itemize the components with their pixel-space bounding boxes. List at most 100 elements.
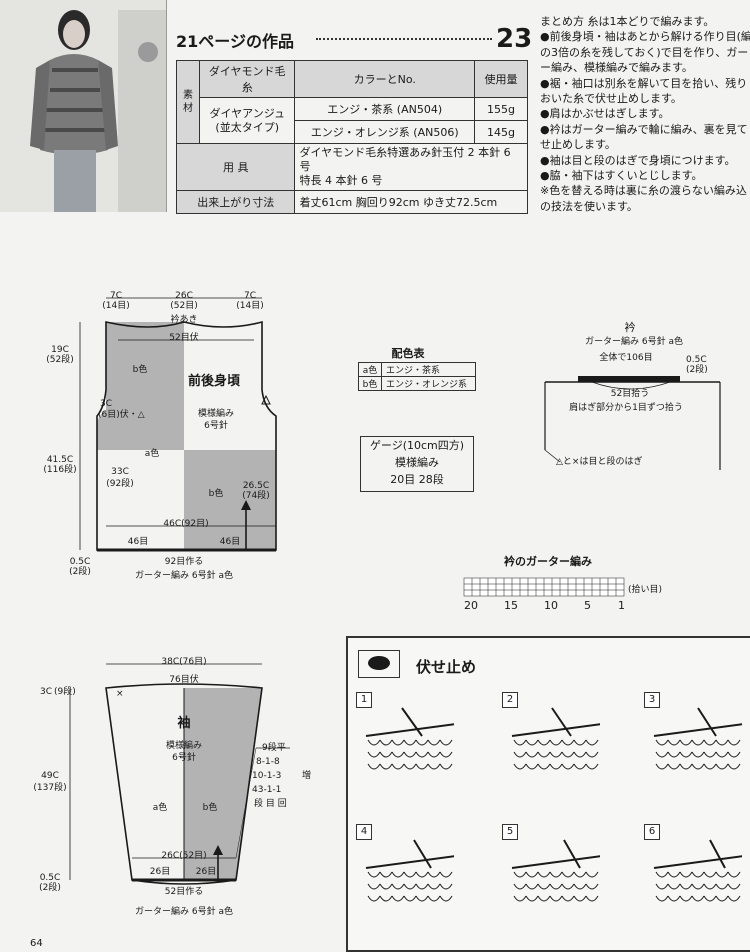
- sleeve-x-mark: ×: [116, 689, 124, 699]
- garter-tick: 1: [618, 599, 625, 612]
- sleeve-inc-2: 8-1-8: [256, 757, 280, 767]
- sleeve-inc-4: 43-1-1: [252, 785, 282, 795]
- body-pattern: 模様編み: [197, 409, 235, 419]
- sleeve-bottom-l: 26目: [149, 867, 171, 877]
- body-a-mid: a色: [144, 449, 160, 459]
- bind-off-stitch-illustration: [365, 839, 454, 902]
- sleeve-needle: 6号針: [172, 753, 196, 763]
- body-hem-rows: (2段): [69, 567, 91, 577]
- page-title: 21ページの作品: [176, 32, 294, 51]
- body-needle: 6号針: [204, 421, 228, 431]
- body-right-h-rows: (74段): [242, 491, 270, 501]
- color-row-a: a色 エンジ・茶系: [359, 363, 475, 377]
- gauge-box: ゲージ(10cm四方) 模様編み 20目 28段: [360, 436, 474, 492]
- body-top-left-cm: 7C: [109, 291, 123, 301]
- color-row-b: b色 エンジ・オレンジ系: [359, 377, 475, 390]
- collar-seam-note: △と×は目と段のはぎ: [556, 457, 643, 467]
- sweater-illustration: [0, 0, 166, 212]
- bind-off-step-number: 5: [502, 824, 518, 840]
- body-full-h: 41.5C: [46, 455, 74, 465]
- sleeve-top-rows: (9段): [54, 687, 76, 697]
- sleeve-top-h: 3C: [40, 687, 53, 697]
- bind-off-stitch-illustration: [365, 707, 454, 770]
- bind-off-stitch-illustration: [511, 707, 600, 770]
- garter-chart-note: (拾い目): [628, 585, 663, 595]
- bind-off-symbol-icon: [368, 656, 390, 670]
- bind-off-title: 伏せ止め: [416, 658, 477, 676]
- body-width-total: 46C(92目): [163, 519, 209, 529]
- body-upper-h-rows: (52段): [46, 355, 74, 365]
- materials-color-1: エンジ・茶系 (AN504): [294, 97, 475, 121]
- bind-off-stitch-illustration: [653, 707, 742, 770]
- size-label: 出来上がり寸法: [175, 190, 296, 214]
- materials-yarn-name: ダイヤアンジュ (並太タイプ): [198, 97, 296, 144]
- color-value-a: エンジ・茶系: [386, 366, 441, 376]
- body-b-lower: b色: [208, 489, 224, 499]
- bind-off-step-number: 6: [644, 824, 660, 840]
- body-a-left-rows: (92段): [106, 479, 134, 489]
- sleeve-inc-5: 段 目 回: [254, 799, 287, 809]
- sleeve-inc-word: 増: [302, 771, 312, 781]
- body-top-right-st: (14目): [236, 301, 264, 311]
- collar-sub: ガーター編み 6号針 a色: [585, 337, 683, 347]
- body-cast-on: 92目作る: [164, 557, 204, 567]
- title-leader-dots: [316, 38, 492, 40]
- body-width-right: 46目: [219, 537, 241, 547]
- body-neck-label: 衿あき: [170, 315, 198, 325]
- collar-title: 衿: [624, 321, 636, 334]
- body-a-left: 33C: [111, 467, 129, 477]
- color-key-a: a色: [359, 363, 382, 376]
- bind-off-stitch-illustration: [511, 839, 600, 902]
- color-table: a色 エンジ・茶系 b色 エンジ・オレンジ系: [358, 362, 476, 391]
- body-b-upper: b色: [132, 365, 148, 375]
- body-top-mid-cm: 26C: [175, 291, 193, 301]
- garter-ticks: 20 15 10 5 1: [460, 600, 630, 612]
- color-key-b: b色: [359, 377, 382, 390]
- body-neck-bind: 52目伏: [169, 333, 199, 343]
- color-value-b: エンジ・オレンジ系: [386, 380, 468, 390]
- symbol-frame: [358, 650, 400, 678]
- gauge-line-2: 模様編み: [395, 456, 439, 469]
- tools-label: 用 具: [175, 143, 296, 191]
- sleeve-cast-on: 52目作る: [164, 887, 204, 897]
- sleeve-inc-3: 10-1-3: [252, 771, 282, 781]
- body-upper-h: 19C: [51, 345, 69, 355]
- sleeve-pattern: 模様編み: [165, 741, 203, 751]
- materials-table: 素材 ダイヤモンド毛糸 カラーとNo. 使用量 ダイヤアンジュ (並太タイプ) …: [175, 60, 528, 214]
- sleeve-bottom-w: 26C(52目): [161, 851, 207, 861]
- body-arm-note2: (6目)伏・△: [98, 410, 145, 420]
- sleeve-top-w: 38C(76目): [161, 657, 207, 667]
- sleeve-inc-1: 9段平: [262, 743, 286, 753]
- body-full-h-rows: (116段): [43, 465, 77, 475]
- bind-off-step-number: 3: [644, 692, 660, 708]
- body-top-mid-st: (52目): [170, 301, 198, 311]
- sleeve-bottom-r: 26目: [195, 867, 217, 877]
- body-top-right-cm: 7C: [243, 291, 257, 301]
- collar-pick-note: 肩はぎ部分から1目ずつ拾う: [569, 403, 683, 413]
- garter-tick: 5: [584, 599, 591, 612]
- collar-count: 全体で106目: [599, 353, 653, 363]
- model-photo: [0, 0, 167, 212]
- assembly-notes: まとめ方 糸は1本どりで編みます。 ●前後身頃・袖はあとから解ける作り目(編み …: [540, 15, 750, 213]
- garter-chart-title: 衿のガーター編み: [504, 555, 592, 568]
- bind-off-step-number: 4: [356, 824, 372, 840]
- collar-right-rows: (2段): [686, 365, 708, 375]
- garter-tick: 15: [504, 599, 518, 612]
- sleeve-piece-label: 袖: [177, 716, 191, 731]
- garter-tick: 20: [464, 599, 478, 612]
- gauge-line-1: ゲージ(10cm四方): [369, 439, 465, 452]
- sleeve-b-label: b色: [202, 803, 218, 813]
- bind-off-step-number: 1: [356, 692, 372, 708]
- color-table-title: 配色表: [391, 347, 425, 360]
- tools-line-1: ダイヤモンド毛糸特選あみ針玉付 2 本針 6 号: [299, 146, 511, 173]
- body-width-left: 46目: [127, 537, 149, 547]
- tools-value: ダイヤモンド毛糸特選あみ針玉付 2 本針 6 号 特長 4 本針 6 号: [294, 143, 528, 191]
- garter-tick: 10: [544, 599, 558, 612]
- sleeve-hem-note: ガーター編み 6号針 a色: [135, 907, 233, 917]
- gauge-line-3: 20目 28段: [390, 473, 444, 486]
- collar-right-h: 0.5C: [686, 355, 707, 365]
- body-hem-note: ガーター編み 6号針 a色: [135, 571, 233, 581]
- materials-header-color: カラーとNo.: [294, 60, 475, 98]
- sleeve-a-label: a色: [152, 803, 168, 813]
